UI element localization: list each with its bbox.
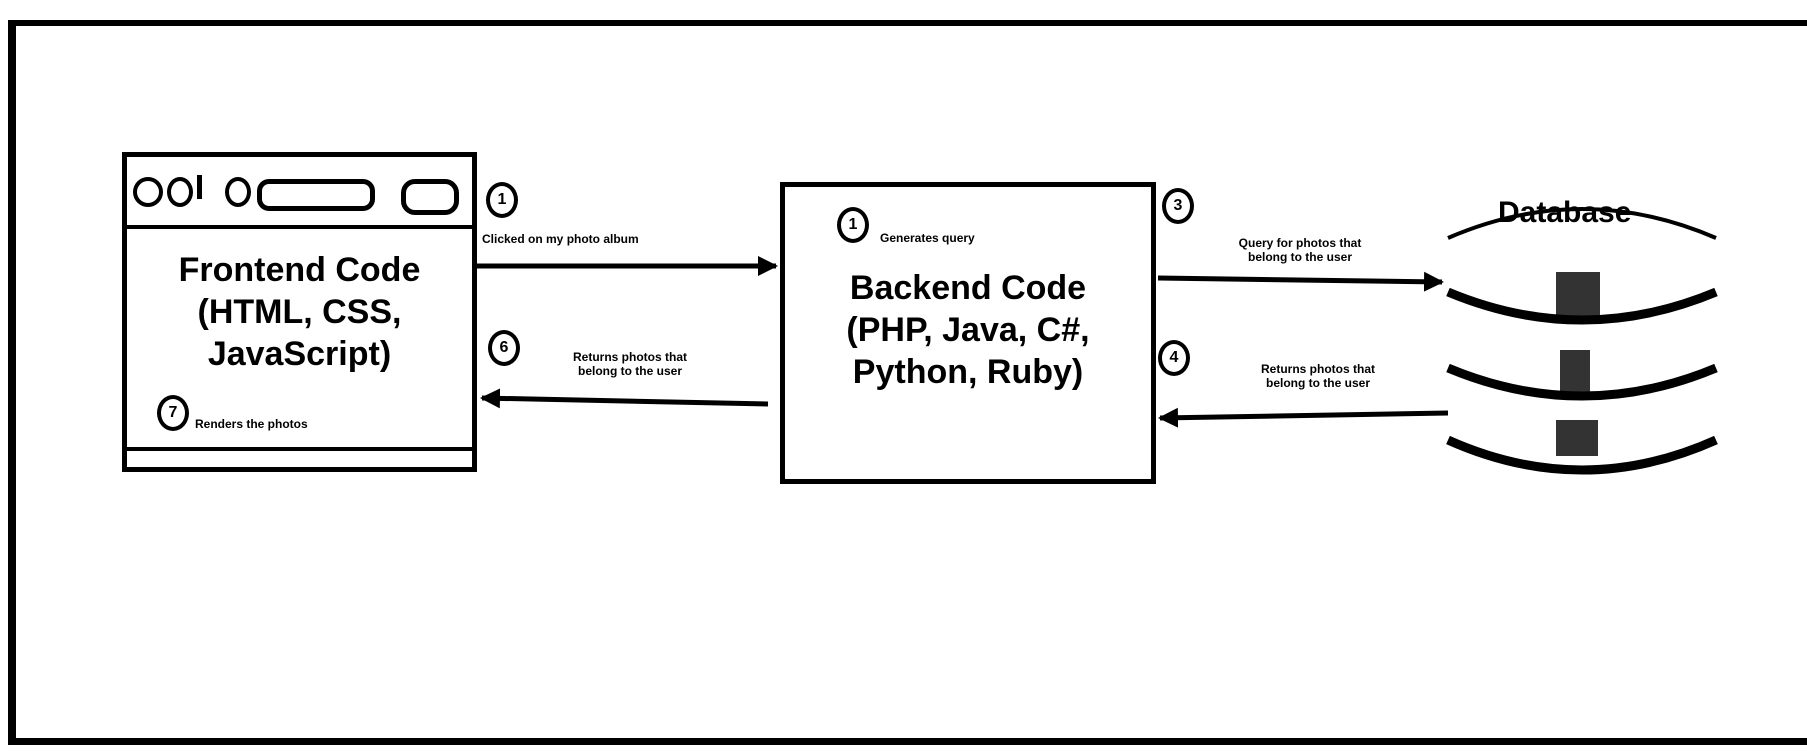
returns-to-backend-label: Returns photos that belong to the user <box>1198 362 1438 390</box>
backend-title-line: Backend Code <box>849 269 1087 307</box>
arrow-returns-to-frontend <box>480 388 769 409</box>
label-line: belong to the user <box>1265 376 1370 390</box>
frontend-title: Frontend Code (HTML, CSS, JavaScript) <box>127 249 472 375</box>
home-icon <box>225 177 251 207</box>
reload-icon <box>197 175 216 199</box>
frontend-title-line: (HTML, CSS, <box>197 293 402 331</box>
arrow-returns-to-backend <box>1158 407 1449 428</box>
label-line: Returns photos that <box>1261 362 1375 376</box>
label-line: belong to the user <box>1247 250 1352 264</box>
backend-title-line: Python, Ruby) <box>852 353 1084 391</box>
clicked-album-label: Clicked on my photo album <box>482 232 639 246</box>
step-number: 1 <box>486 182 518 218</box>
label-line: Query for photos that <box>1238 236 1362 250</box>
database-title: Database <box>1498 196 1632 229</box>
backend-title-line: (PHP, Java, C#, <box>846 311 1090 349</box>
label-line: Returns photos that <box>573 350 687 364</box>
returns-to-frontend-label: Returns photos that belong to the user <box>520 350 740 378</box>
render-photos-label: Renders the photos <box>195 417 308 431</box>
browser-toolbar <box>127 157 472 229</box>
database-icon <box>1446 207 1718 475</box>
step-number: 7 <box>157 395 189 431</box>
step-number: 1 <box>837 207 869 243</box>
address-bar <box>257 179 375 211</box>
forward-icon <box>167 177 193 207</box>
browser-statusbar <box>127 447 472 467</box>
backend-box: 1 Generates query Backend Code (PHP, Jav… <box>780 182 1156 484</box>
arrow-query <box>1157 271 1444 292</box>
back-icon <box>133 177 163 207</box>
frontend-title-line: Frontend Code <box>178 251 421 289</box>
backend-title: Backend Code (PHP, Java, C#, Python, Rub… <box>785 267 1151 393</box>
generates-query-label: Generates query <box>880 231 975 245</box>
step-number: 4 <box>1158 340 1190 376</box>
step-number: 3 <box>1162 188 1194 224</box>
label-line: belong to the user <box>577 364 682 378</box>
diagram-frame <box>8 20 1807 745</box>
step-number: 6 <box>488 330 520 366</box>
frontend-title-line: JavaScript) <box>207 335 392 373</box>
search-bar <box>401 179 459 215</box>
frontend-window: Frontend Code (HTML, CSS, JavaScript) 7 … <box>122 152 477 472</box>
query-label: Query for photos that belong to the user <box>1180 236 1420 264</box>
